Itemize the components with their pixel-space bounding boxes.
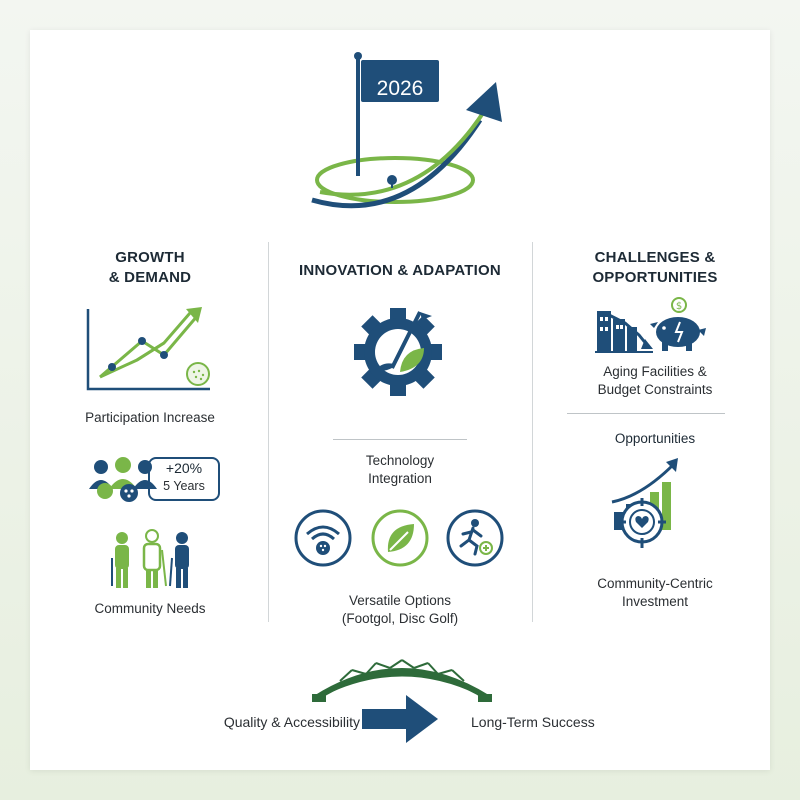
innovation-divider — [333, 439, 467, 440]
options-label-line1: Versatile Options — [348, 593, 452, 608]
stat-badge — [148, 457, 220, 501]
people-group-icon — [89, 457, 157, 502]
declining-building-icon — [595, 311, 653, 353]
infographic-card: 2026 GROWTH & DEMAND Participation Incre… — [30, 30, 770, 770]
wifi-golf-icon — [294, 509, 352, 567]
column-divider — [532, 242, 533, 622]
options-label-line2: (Footgol, Disc Golf) — [341, 611, 459, 626]
piggy-bank-icon: $ — [650, 297, 706, 351]
stat-period: 5 Years — [163, 479, 205, 493]
gear-golf-club-icon — [354, 308, 442, 396]
golfers-icon — [111, 529, 189, 588]
tech-label-line1: Technology — [365, 453, 435, 468]
opportunities-heading: Opportunities — [614, 431, 696, 446]
quality-accessibility-label: Quality & Accessibility — [223, 714, 360, 730]
target-chart-icon — [611, 458, 678, 548]
aging-label-line1: Aging Facilities & — [603, 364, 707, 379]
community-needs-label: Community Needs — [94, 601, 206, 616]
challenges-title-line1: CHALLENGES & — [594, 249, 716, 266]
svg-text:$: $ — [676, 301, 682, 312]
growth-title-line2: & DEMAND — [108, 269, 192, 286]
innovation-title: INNOVATION & ADAPATION — [299, 262, 501, 279]
golf-ball-icon — [186, 362, 210, 386]
participation-label: Participation Increase — [85, 410, 215, 425]
arrow-right-icon — [362, 695, 438, 743]
column-divider — [268, 242, 269, 622]
investment-label-line1: Community-Centric — [597, 576, 713, 591]
leaf-icon — [371, 509, 429, 567]
growth-title-line1: GROWTH — [115, 249, 185, 266]
long-term-success-label: Long-Term Success — [471, 714, 595, 730]
challenges-title-line2: OPPORTUNITIES — [592, 269, 718, 286]
golf-flag-icon — [311, 52, 502, 209]
line-chart-icon — [86, 307, 210, 391]
runner-icon — [446, 509, 504, 567]
year-flag-label: 2026 — [376, 77, 424, 100]
bridge-icon — [312, 659, 492, 702]
aging-label-line2: Budget Constraints — [597, 382, 713, 397]
tech-label-line2: Integration — [368, 471, 432, 486]
investment-label-line2: Investment — [621, 594, 689, 609]
challenges-divider — [567, 413, 725, 414]
stat-value: +20% — [165, 460, 203, 476]
